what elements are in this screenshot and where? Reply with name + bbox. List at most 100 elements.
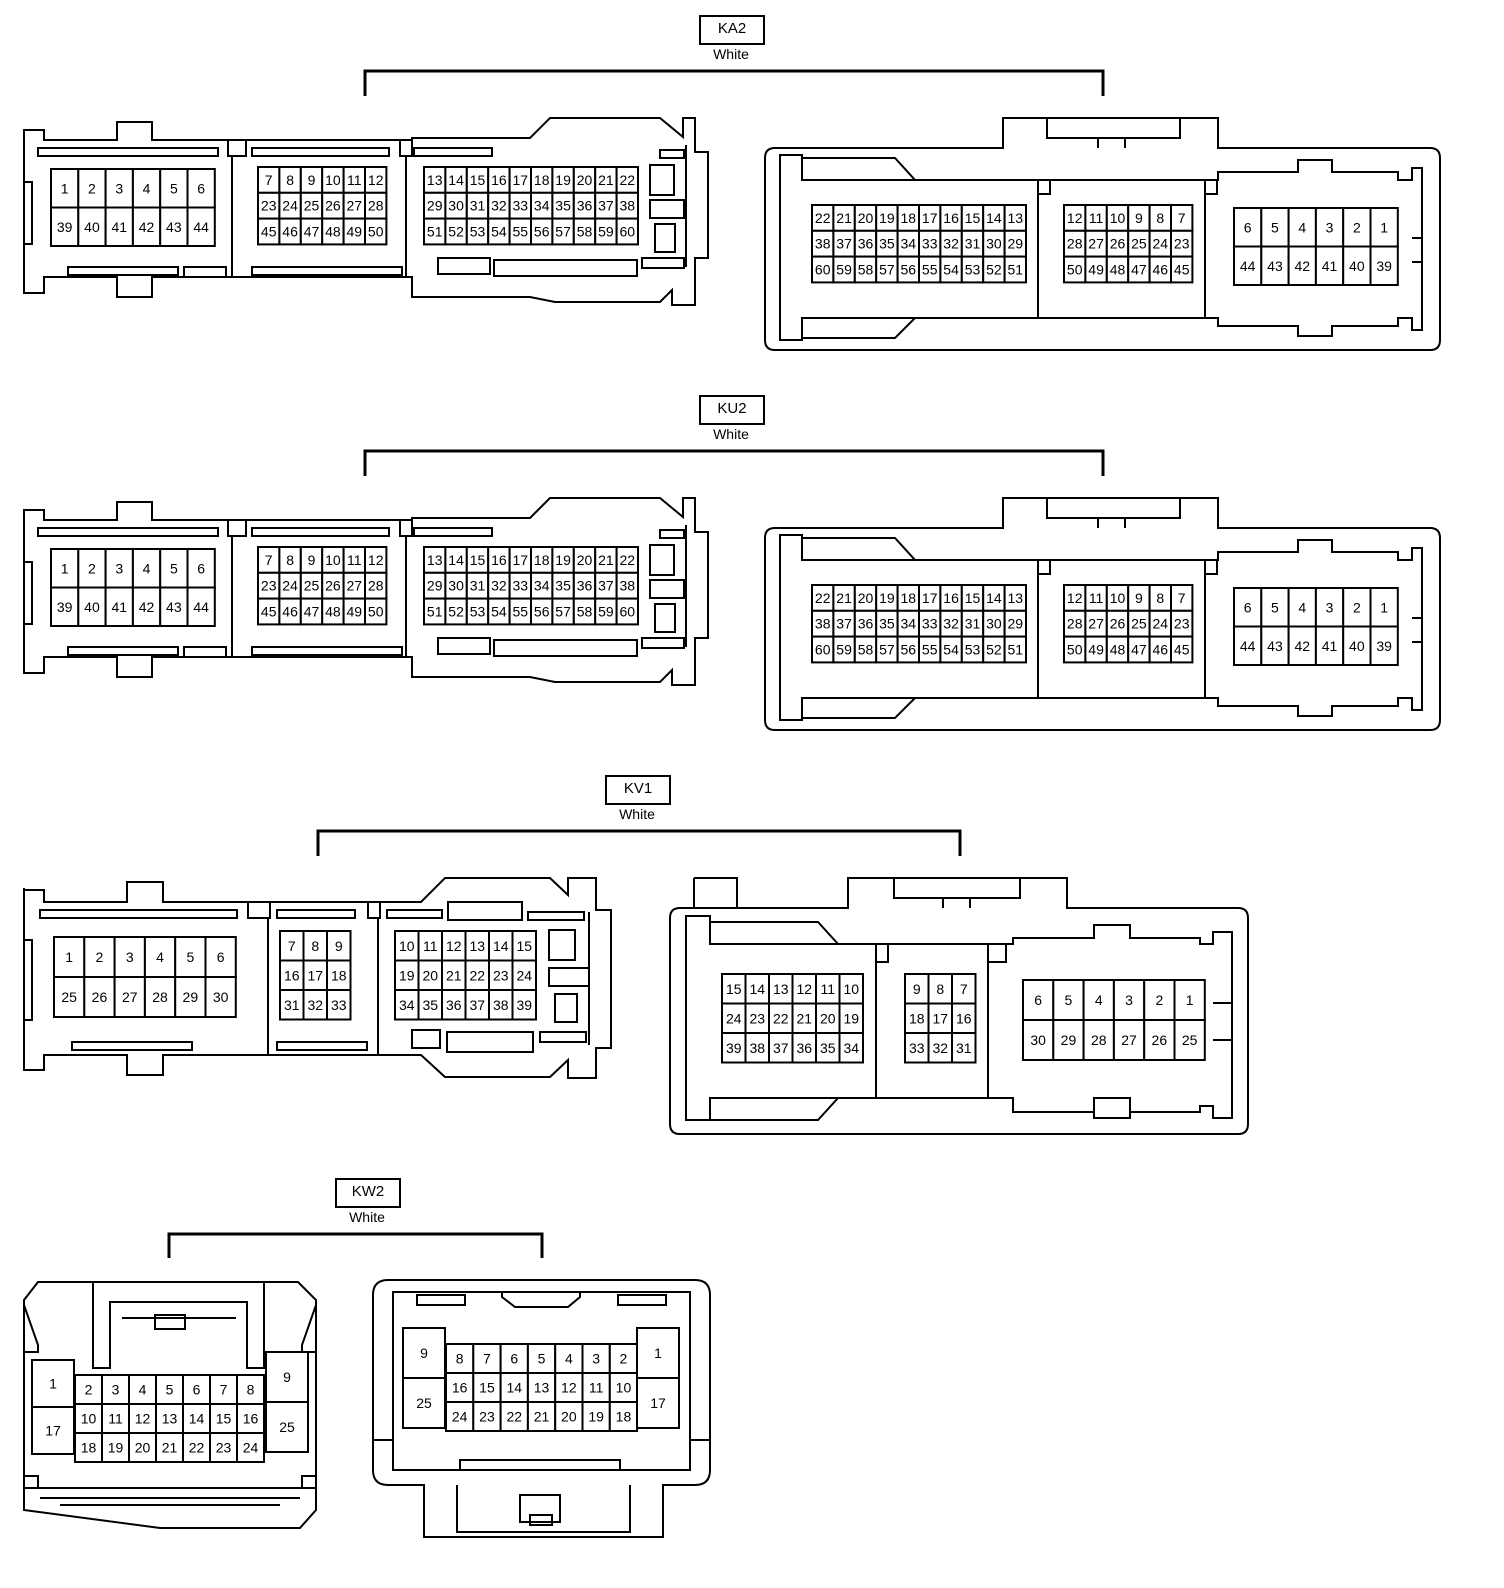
pin-number: 20 xyxy=(422,967,438,983)
pin-number: 25 xyxy=(1131,616,1147,632)
pin-cell xyxy=(1003,635,1027,664)
pin-number: 56 xyxy=(534,604,550,620)
pin-number: 40 xyxy=(84,219,100,235)
pin-number: 58 xyxy=(858,262,874,278)
pin-number: 9 xyxy=(913,981,921,997)
pin-number: 9 xyxy=(308,552,316,568)
pin-number: 18 xyxy=(909,1010,925,1026)
pin-number: 10 xyxy=(616,1380,632,1396)
pin-cell xyxy=(472,1372,502,1403)
pin-cell xyxy=(1233,245,1263,286)
pin-number: 22 xyxy=(469,967,485,983)
pin-number: 3 xyxy=(115,560,123,576)
pin-number: 45 xyxy=(261,604,277,620)
pin-number: 10 xyxy=(325,172,341,188)
pin-number: 8 xyxy=(286,552,294,568)
pin-number: 32 xyxy=(491,198,507,214)
pin-number: 21 xyxy=(598,552,614,568)
pin-number: 58 xyxy=(577,224,593,240)
pin-number: 35 xyxy=(879,236,895,252)
pin-number: 26 xyxy=(92,989,108,1005)
pin-number: 33 xyxy=(922,236,938,252)
pin-number: 44 xyxy=(193,219,209,235)
pin-number: 30 xyxy=(1030,1032,1046,1048)
pin-number: 44 xyxy=(1240,638,1256,654)
pin-number: 32 xyxy=(932,1040,948,1056)
pin-number: 1 xyxy=(49,1376,57,1392)
pin-number: 18 xyxy=(901,210,917,226)
pin-cell xyxy=(554,1401,584,1432)
pin-number: 8 xyxy=(1156,210,1164,226)
pin-number: 22 xyxy=(620,172,636,188)
pin-number: 3 xyxy=(1326,219,1334,235)
pin-number: 28 xyxy=(1067,236,1083,252)
pin-number: 9 xyxy=(1135,590,1143,606)
pin-number: 30 xyxy=(213,989,229,1005)
pin-cell xyxy=(186,548,216,589)
pin-number: 7 xyxy=(288,938,296,954)
pin-cell xyxy=(1082,1019,1115,1061)
pin-number: 18 xyxy=(534,552,550,568)
pin-cell xyxy=(1342,245,1372,286)
pin-number: 48 xyxy=(1110,642,1126,658)
pin-number: 23 xyxy=(1174,236,1190,252)
pin-cell xyxy=(131,168,162,209)
pin-number: 20 xyxy=(820,1010,836,1026)
pin-number: 19 xyxy=(399,967,415,983)
pin-number: 33 xyxy=(513,578,529,594)
bracket-kw2 xyxy=(167,1232,544,1258)
pin-number: 53 xyxy=(965,262,981,278)
pin-cell xyxy=(186,586,216,627)
bracket-ku2 xyxy=(363,449,1105,476)
pin-cell xyxy=(636,1327,680,1379)
pin-number: 5 xyxy=(166,1382,174,1398)
pin-number: 7 xyxy=(265,172,273,188)
pin-number: 4 xyxy=(143,180,151,196)
pin-number: 28 xyxy=(368,198,384,214)
pin-number: 56 xyxy=(901,262,917,278)
pin-number: 57 xyxy=(555,604,571,620)
pin-number: 47 xyxy=(1131,262,1147,278)
pin-number: 33 xyxy=(922,616,938,632)
pin-number: 51 xyxy=(1008,642,1024,658)
pin-cell xyxy=(1022,979,1055,1021)
pin-number: 9 xyxy=(1135,210,1143,226)
pin-number: 11 xyxy=(108,1411,123,1427)
pin-cell xyxy=(1342,625,1372,666)
pin-number: 13 xyxy=(469,938,485,954)
kw2-left-side-right: 925 xyxy=(265,1351,309,1453)
pin-number: 37 xyxy=(773,1040,789,1056)
pin-number: 22 xyxy=(773,1010,789,1026)
pin-number: 25 xyxy=(304,198,320,214)
pin-number: 26 xyxy=(325,578,341,594)
pin-number: 54 xyxy=(943,262,959,278)
pin-number: 27 xyxy=(1088,236,1104,252)
pin-number: 4 xyxy=(1298,219,1306,235)
pin-number: 52 xyxy=(448,224,464,240)
pin-number: 9 xyxy=(308,172,316,188)
pin-number: 13 xyxy=(427,172,443,188)
pin-number: 30 xyxy=(986,616,1002,632)
pin-number: 35 xyxy=(555,578,571,594)
pin-number: 14 xyxy=(448,172,464,188)
pin-number: 34 xyxy=(399,997,415,1013)
pin-number: 23 xyxy=(749,1010,765,1026)
pin-cell xyxy=(31,1406,75,1455)
pin-number: 41 xyxy=(111,219,127,235)
pin-number: 28 xyxy=(152,989,168,1005)
pin-number: 20 xyxy=(858,590,874,606)
connector-label-ku2: KU2 xyxy=(699,395,765,425)
pin-number: 56 xyxy=(534,224,550,240)
pin-number: 44 xyxy=(193,599,209,615)
pin-cell xyxy=(472,1401,502,1432)
pin-number: 18 xyxy=(901,590,917,606)
pin-number: 25 xyxy=(1182,1032,1198,1048)
pin-cell xyxy=(364,597,388,626)
pin-number: 32 xyxy=(491,578,507,594)
pin-number: 35 xyxy=(555,198,571,214)
